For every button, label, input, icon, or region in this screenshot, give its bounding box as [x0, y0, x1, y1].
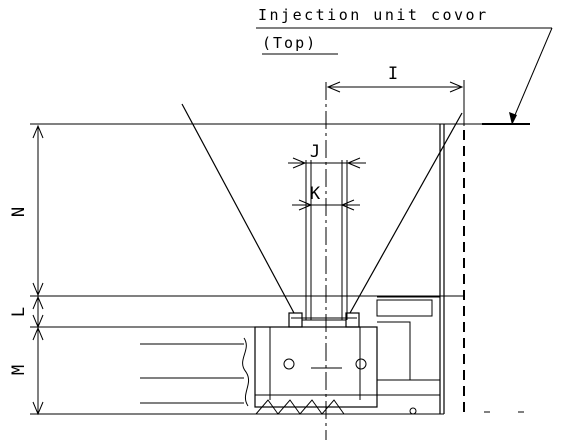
slant-line-left [181, 103, 295, 314]
dim-n-arrow-top [32, 124, 44, 139]
callout-arrowhead [509, 112, 517, 125]
screw-thread [255, 399, 345, 415]
dim-n-arrow-bottom [32, 282, 44, 297]
dim-i-arrow-right [449, 81, 464, 93]
callout-label-line1: Injection unit covor [258, 6, 489, 24]
dim-i-arrow-left [326, 81, 341, 93]
dim-l-arrow-top [32, 295, 44, 310]
bolt-right [355, 358, 367, 370]
bolt-left [283, 358, 295, 370]
callout-leader-line [511, 27, 553, 123]
carriage-step [376, 299, 433, 317]
barrel-break-curve [242, 337, 250, 407]
nozzle-tip-left [288, 312, 303, 328]
dim-j-arrow-left [292, 157, 307, 169]
slant-line-right [349, 112, 463, 314]
nozzle-tip-right [345, 312, 360, 328]
carriage-outline [377, 296, 441, 381]
dim-k-label: K [310, 184, 321, 204]
dim-j-arrow-right [346, 157, 361, 169]
dim-i-label: I [388, 64, 398, 84]
dim-j-label: J [310, 142, 320, 162]
small-bolt [409, 407, 417, 415]
dim-n-label: N [9, 207, 29, 217]
machine-body-block [254, 326, 378, 408]
dim-l-label: L [9, 307, 29, 317]
dim-m-label: M [9, 365, 29, 375]
dim-m-arrow-top [32, 326, 44, 341]
callout-label-line2: (Top) [262, 34, 317, 52]
